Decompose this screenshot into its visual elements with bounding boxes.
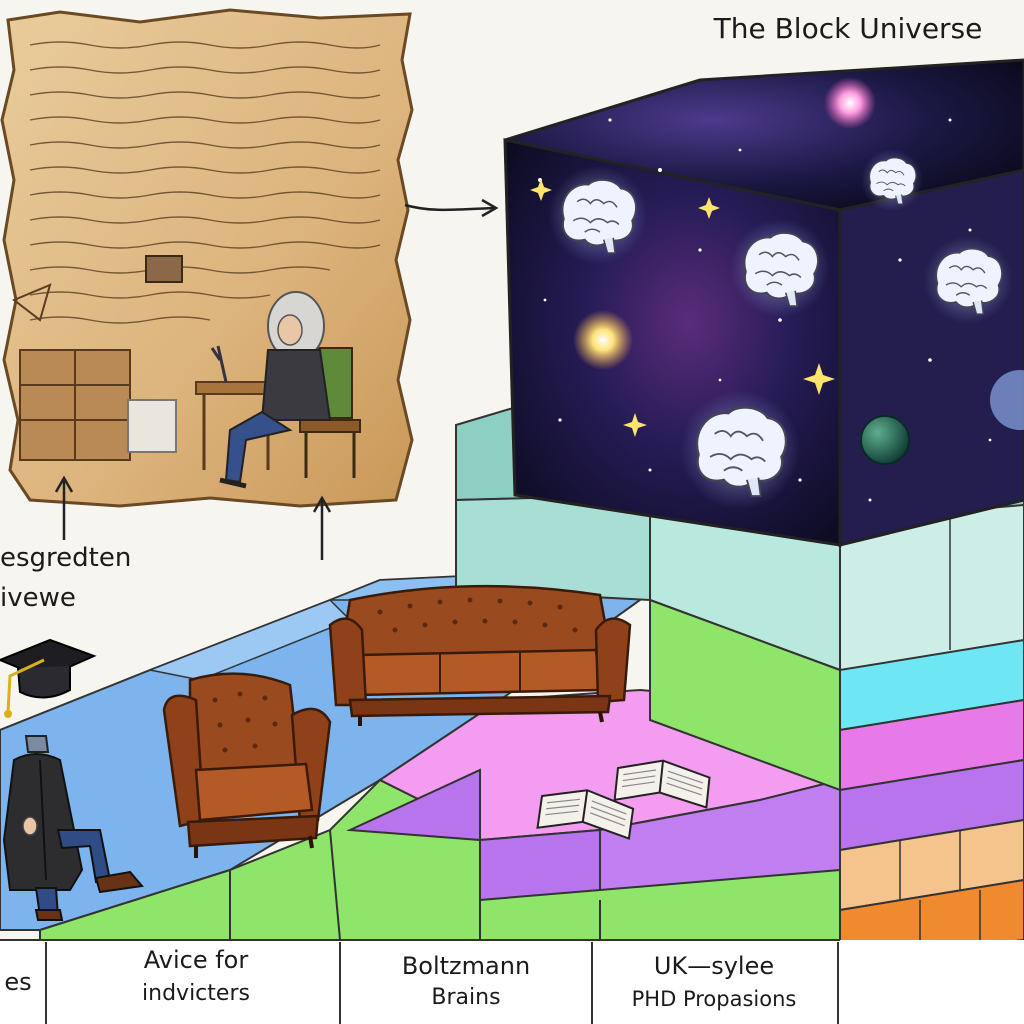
graduation-cap-icon [0, 638, 97, 718]
arrow-icon [404, 203, 495, 212]
star-icon [824, 77, 876, 129]
star-icon [530, 179, 552, 201]
brain-icon [679, 389, 801, 511]
label-2-line-2: Brains [431, 985, 500, 1010]
brain-icon [922, 234, 1014, 326]
parchment-scroll [0, 8, 414, 508]
scroll-caption-line-2: ivewe [0, 583, 76, 613]
robed-figure [2, 735, 144, 921]
star-icon [698, 197, 720, 219]
label-3-line-2: PHD Propasions [632, 987, 797, 1011]
armchair-icon [162, 672, 332, 858]
title: The Block Universe [713, 12, 983, 45]
brain-icon [729, 217, 831, 319]
brain-icon [860, 148, 924, 212]
label-1-line-1: Avice for [144, 946, 249, 974]
label-3-line-1: UK—sylee [654, 952, 774, 980]
planet-icon [860, 415, 910, 465]
star-icon [623, 413, 647, 437]
sofa-icon [328, 584, 632, 726]
label-2-line-1: Boltzmann [402, 952, 530, 980]
cosmic-cube [503, 58, 1024, 547]
label-1-line-2: indvicters [142, 981, 250, 1006]
star-icon [573, 310, 633, 370]
label-0-line-1: es [4, 968, 31, 996]
brain-icon [547, 164, 649, 266]
label-strip [0, 939, 1024, 1024]
scroll-caption-line-1: esgredten [0, 543, 131, 573]
star-icon [803, 363, 835, 395]
